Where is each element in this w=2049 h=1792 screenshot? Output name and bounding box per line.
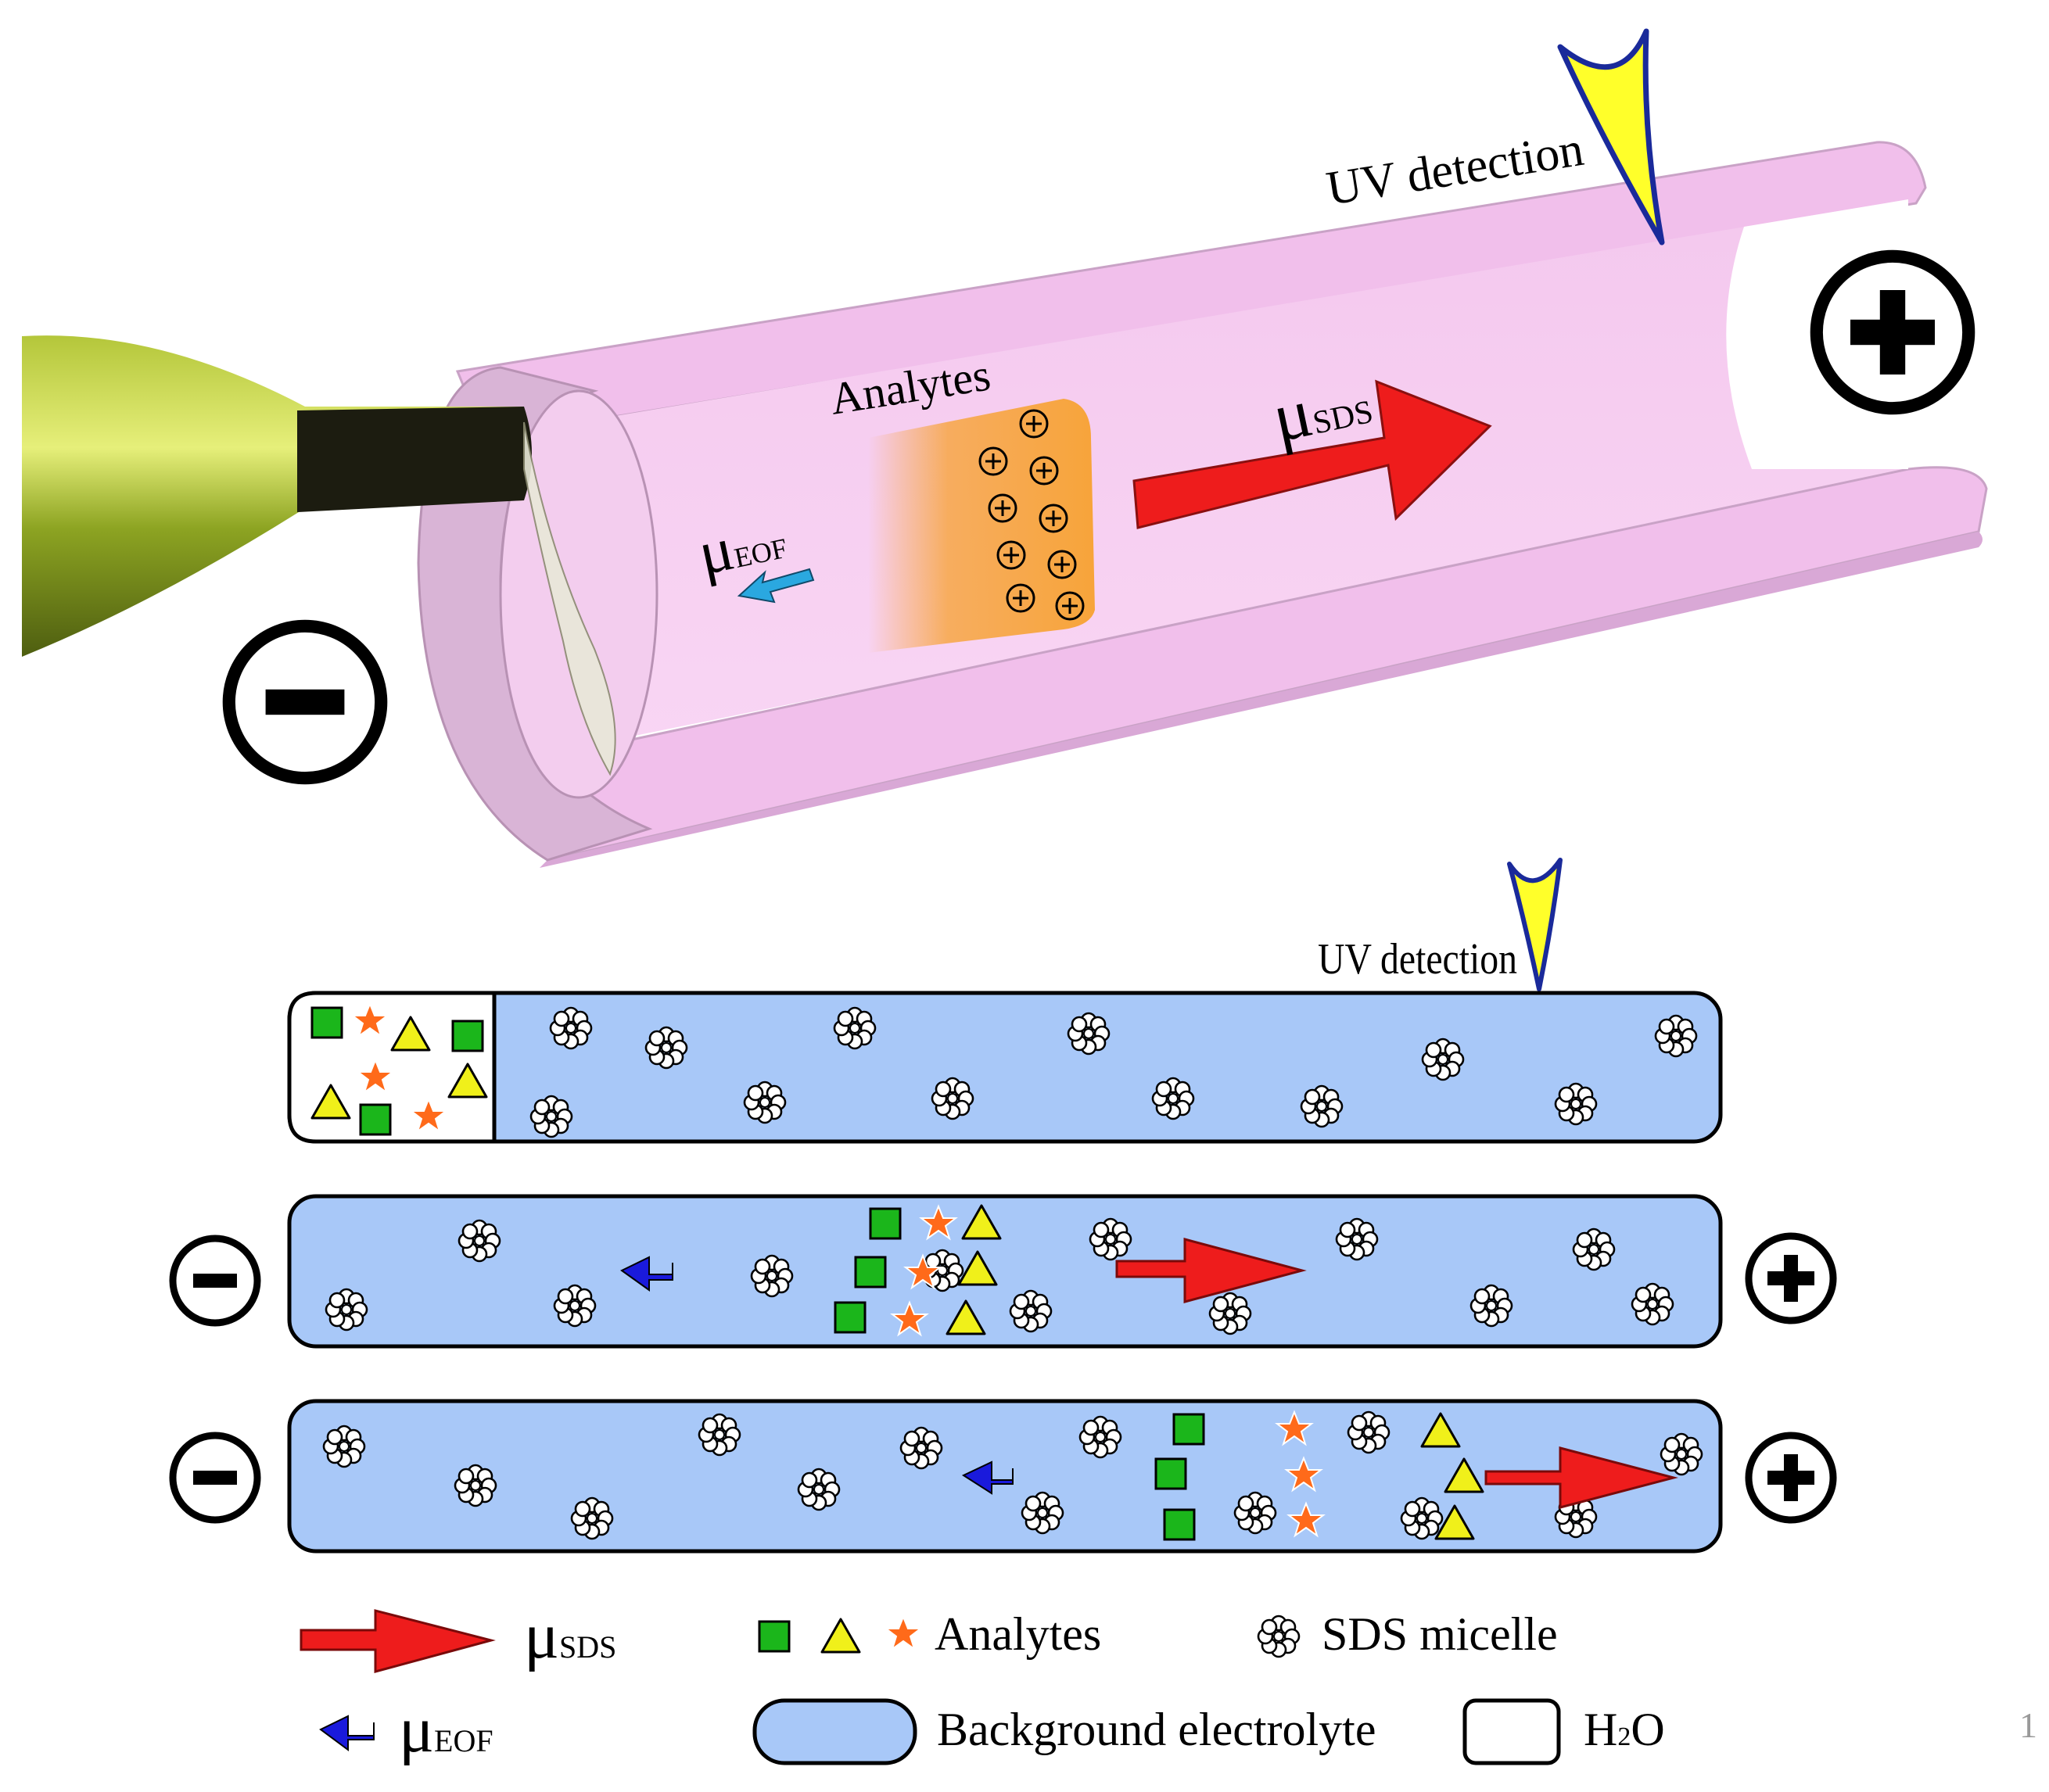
legend-analytes-label: Analytes	[935, 1608, 1101, 1660]
wine-bottle	[22, 335, 616, 776]
uv-detector-schematic-icon	[1507, 858, 1563, 991]
mu-eof-arrow-3d	[737, 568, 815, 604]
legend-analyte-symbols	[758, 1616, 921, 1654]
cathode-minus-icon-stage-2	[173, 1238, 257, 1323]
anode-plus-icon-stage-3	[1749, 1435, 1833, 1520]
legend-mu-sds-label: μSDS	[524, 1600, 616, 1672]
legend-micelle-icon	[1257, 1615, 1301, 1658]
capillary-stage-3	[287, 1399, 1723, 1554]
mu-eof-arrow-stage-3	[961, 1460, 1014, 1495]
mu-sds-arrow-stage-3	[1484, 1446, 1678, 1509]
legend-water-swatch	[1462, 1698, 1561, 1765]
analyte-zone	[868, 399, 1095, 653]
legend-micelle-label: SDS micelle	[1322, 1608, 1558, 1660]
uv-detection-label-schematic: UV detection	[1318, 935, 1517, 984]
legend-water-label: H2O	[1584, 1704, 1665, 1755]
page-number: 1	[2019, 1705, 2037, 1745]
cathode-minus-icon-stage-3	[173, 1435, 257, 1520]
mu-eof-arrow-stage-2	[620, 1256, 673, 1292]
legend-mu-eof-arrow	[319, 1715, 375, 1751]
legend-bge-label: Background electrolyte	[937, 1704, 1376, 1755]
capillary-stage-1	[287, 991, 1723, 1144]
mu-sds-arrow-stage-2	[1115, 1238, 1307, 1303]
legend-mu-eof-label: μEOF	[399, 1693, 493, 1766]
legend-mu-sds-arrow	[300, 1609, 496, 1673]
legend: μSDS μEOF Analytes SDS micelle Backgroun…	[300, 1600, 1665, 1766]
legend-bge-swatch	[752, 1698, 917, 1765]
cathode-minus-icon-top	[229, 626, 381, 778]
capillary-stage-2	[287, 1194, 1723, 1349]
uv-detector-top-icon	[1557, 28, 1665, 246]
anode-plus-icon-top	[1817, 256, 1968, 408]
mu-sds-arrow-3d	[1132, 379, 1492, 529]
anode-plus-icon-stage-2	[1749, 1236, 1833, 1321]
